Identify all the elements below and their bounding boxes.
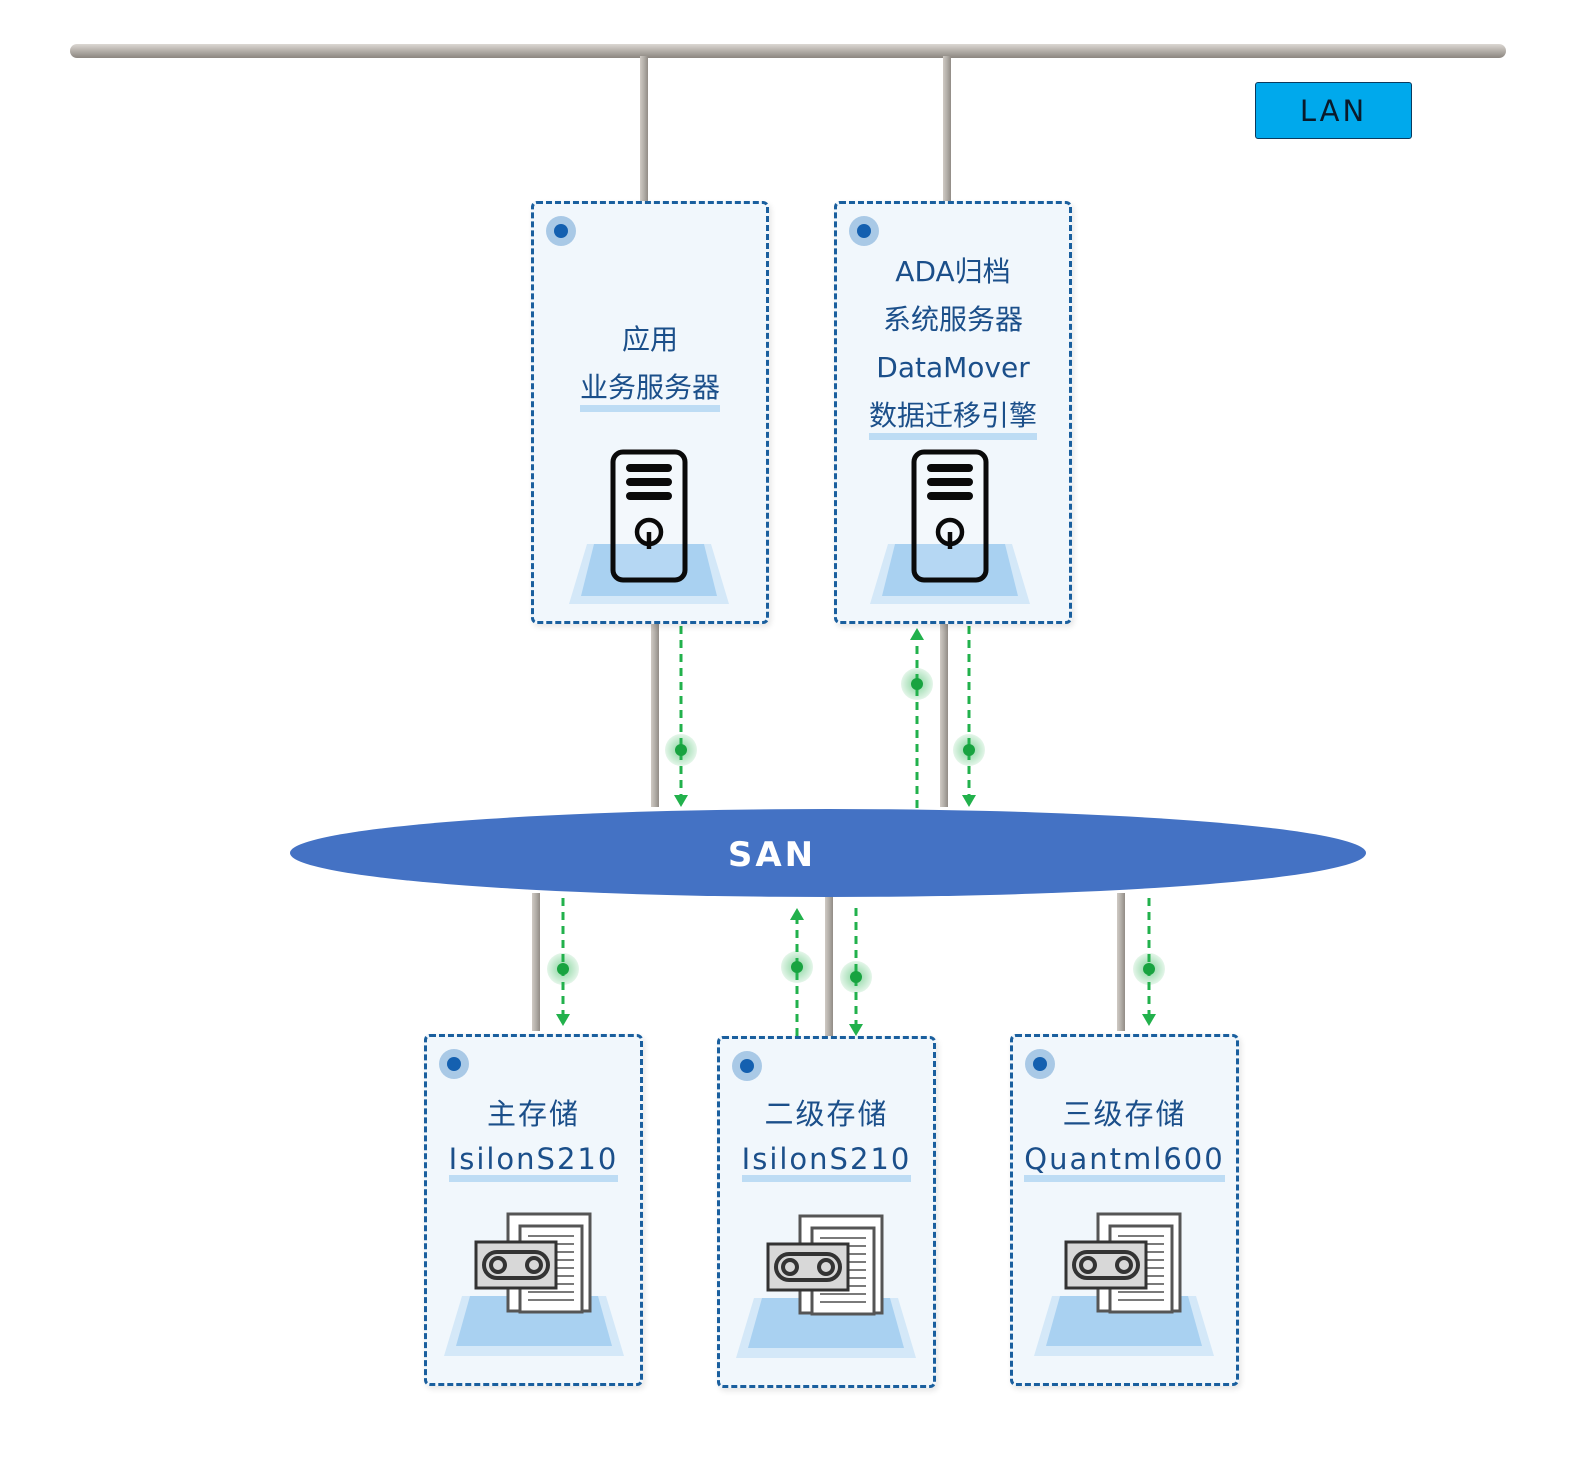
san-link-app-server: [651, 624, 659, 807]
flow-marker: [953, 734, 985, 766]
node-title: 主存储: [486, 1097, 580, 1131]
app-server-node[interactable]: 应用 业务服务器: [531, 201, 769, 624]
flow-marker: [547, 953, 579, 985]
lan-link-ada-server: [943, 56, 951, 204]
lan-badge: LAN: [1255, 82, 1412, 139]
san-link-ada-server: [940, 624, 948, 807]
arrowhead-down: [849, 1024, 863, 1036]
san-link-tertiary: [1117, 893, 1125, 1031]
flow-marker: [781, 951, 813, 983]
san-network: [290, 809, 1366, 897]
node-marker-icon: [439, 1049, 469, 1079]
node-subtitle: Quantml600: [1013, 1137, 1236, 1182]
arrowhead-down: [962, 795, 976, 807]
arrowhead-down: [1142, 1014, 1156, 1026]
flow-marker: [901, 668, 933, 700]
primary-storage-node[interactable]: 主存储 IsilonS210: [424, 1034, 643, 1386]
tertiary-storage-node[interactable]: 三级存储 Quantml600: [1010, 1034, 1239, 1386]
node-marker-icon: [546, 216, 576, 246]
node-marker-icon: [849, 216, 879, 246]
node-title: 系统服务器: [882, 303, 1023, 336]
node-subtitle: IsilonS210: [427, 1137, 640, 1182]
flow-marker: [840, 961, 872, 993]
node-title: 二级存储: [764, 1097, 889, 1131]
ada-server-node[interactable]: ADA归档 系统服务器 DataMover 数据迁移引擎: [834, 201, 1072, 624]
lan-backbone: [70, 44, 1506, 58]
node-subtitle: IsilonS210: [720, 1137, 933, 1182]
node-marker-icon: [1025, 1049, 1055, 1079]
san-link-secondary: [825, 893, 833, 1041]
tape-storage-icon: [734, 1214, 918, 1360]
tape-storage-icon: [1032, 1212, 1216, 1358]
tape-storage-icon: [442, 1212, 626, 1358]
lan-link-app-server: [640, 56, 648, 204]
flow-marker: [665, 734, 697, 766]
arrowhead-down: [556, 1014, 570, 1026]
node-title: ADA归档: [895, 255, 1011, 288]
arrowhead-up: [790, 908, 804, 920]
san-link-primary: [532, 893, 540, 1031]
node-subtitle: DataMover: [876, 351, 1030, 384]
san-label: SAN: [728, 835, 816, 875]
node-marker-icon: [732, 1051, 762, 1081]
secondary-storage-node[interactable]: 二级存储 IsilonS210: [717, 1036, 936, 1388]
node-subtitle: 数据迁移引擎: [837, 392, 1069, 440]
lan-label: LAN: [1299, 93, 1368, 128]
node-title: 应用: [621, 323, 678, 356]
node-subtitle: 业务服务器: [534, 364, 766, 412]
node-title: 三级存储: [1062, 1097, 1187, 1131]
arrowhead-down: [674, 795, 688, 807]
flow-marker: [1133, 953, 1165, 985]
server-tower-icon: [834, 201, 1072, 624]
arrowhead-up: [910, 628, 924, 640]
server-tower-icon: [531, 201, 769, 624]
